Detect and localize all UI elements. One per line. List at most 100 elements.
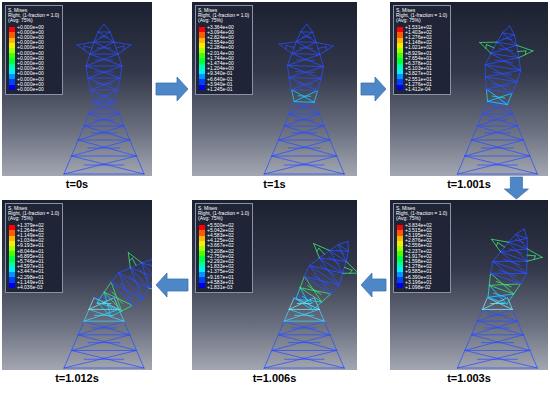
tower-member <box>88 342 120 343</box>
tower-member <box>272 156 345 174</box>
tower-member <box>289 77 321 78</box>
tower-member <box>294 90 317 103</box>
tower-member <box>337 156 345 174</box>
tower-member <box>264 156 272 174</box>
tower-member <box>95 60 113 61</box>
tower-member <box>289 102 314 114</box>
tower-member <box>330 335 337 351</box>
tower-member <box>104 284 132 313</box>
tower-member <box>501 252 527 261</box>
legend-heading: (Avg: 75%) <box>396 216 447 221</box>
tower-member <box>294 102 319 114</box>
tower-member <box>513 35 519 46</box>
tower-member <box>114 90 117 102</box>
tower-member <box>324 126 330 140</box>
legend-values: +3.834e+02+3.515e+02+3.195e+02+2.876e+02… <box>396 223 447 291</box>
tower-member <box>294 102 314 103</box>
tower-member <box>503 259 520 265</box>
tower-member <box>472 321 478 335</box>
tower-member <box>518 50 526 53</box>
tower-member <box>502 33 514 35</box>
tower-member <box>493 251 527 273</box>
tower-member <box>343 241 352 251</box>
tower-member <box>496 243 497 247</box>
tower-member <box>72 335 130 351</box>
tower-member <box>64 368 144 369</box>
tower-member <box>318 78 321 90</box>
tower-member <box>294 101 314 103</box>
tower-member <box>94 90 117 102</box>
tower-member <box>94 102 114 103</box>
tower-member <box>313 258 346 285</box>
contour-legend: S, MisesRight, (1-fraction = 1.0)(Avg: 7… <box>393 5 451 95</box>
tower-member <box>72 350 145 368</box>
tower-member <box>329 242 338 252</box>
tower-member <box>131 258 138 265</box>
legend-heading: (Avg: 75%) <box>198 216 249 221</box>
tower-member <box>112 292 123 304</box>
tower-member <box>472 126 518 140</box>
tower-member <box>137 350 145 368</box>
tower-member <box>516 234 527 238</box>
tower-member <box>64 350 72 368</box>
tower-member <box>457 156 465 174</box>
tower-member <box>302 296 312 303</box>
time-label: t=1.003s <box>390 372 548 385</box>
tower-member <box>98 24 104 32</box>
tower-member <box>291 90 314 103</box>
time-label: t=1s <box>192 178 357 191</box>
snapshot-panel: S, MisesRight, (1-fraction = 1.0)(Avg: 7… <box>2 200 152 385</box>
legend-heading: (Avg: 75%) <box>198 18 249 23</box>
tower-member <box>297 83 313 85</box>
time-label: t=1.012s <box>2 372 152 385</box>
tower-member <box>485 89 510 104</box>
panel-picture: S, MisesRight, (1-fraction = 1.0)(Avg: 7… <box>390 200 548 370</box>
tower-member <box>292 78 321 91</box>
contour-legend: S, MisesRight, (1-fraction = 1.0)(Avg: 7… <box>195 203 253 293</box>
tower-member <box>279 41 296 45</box>
tower-member <box>116 46 124 48</box>
tower-member <box>130 260 152 285</box>
tower-top <box>77 24 131 102</box>
tower-member <box>530 156 538 174</box>
tower-member <box>477 114 512 126</box>
tower-member <box>508 26 515 35</box>
tower-member <box>279 44 292 53</box>
tower-member <box>323 250 350 273</box>
tower-member <box>296 42 320 55</box>
legend-values: +5.500e+02+5.042e+02+4.583e+02+4.125e+02… <box>198 223 249 291</box>
tower-member <box>77 42 94 45</box>
tower-member <box>120 283 133 297</box>
tower-member <box>289 77 318 90</box>
tower-member <box>284 114 319 126</box>
tower-member <box>86 66 122 67</box>
tower-member <box>309 256 342 283</box>
tower-member <box>84 126 130 140</box>
tower-member <box>149 264 152 270</box>
tower-member <box>272 140 279 156</box>
tower-member <box>491 303 505 304</box>
tower-member <box>272 350 337 351</box>
tower-member <box>465 335 523 351</box>
tower-member <box>272 140 330 156</box>
tower-member <box>483 65 487 77</box>
tower-member <box>122 253 137 268</box>
tower-member <box>344 266 352 272</box>
tower-member <box>493 251 501 263</box>
tower-member <box>512 81 517 93</box>
tower-member <box>64 156 72 174</box>
tower-member <box>84 321 124 322</box>
snapshot-panel: S, MisesRight, (1-fraction = 1.0)(Avg: 7… <box>192 2 357 191</box>
tower-member <box>284 165 324 166</box>
tower-member <box>491 262 527 284</box>
tower-member <box>289 77 292 89</box>
tower-member <box>91 90 114 102</box>
tower-member <box>499 49 512 51</box>
tower-member <box>289 309 324 321</box>
legend-heading: (Avg: 75%) <box>396 18 447 23</box>
tower-member <box>493 262 527 274</box>
tower-member <box>88 78 117 90</box>
tower-member <box>284 359 324 360</box>
tower-member <box>304 267 339 295</box>
tower-base <box>457 298 537 368</box>
